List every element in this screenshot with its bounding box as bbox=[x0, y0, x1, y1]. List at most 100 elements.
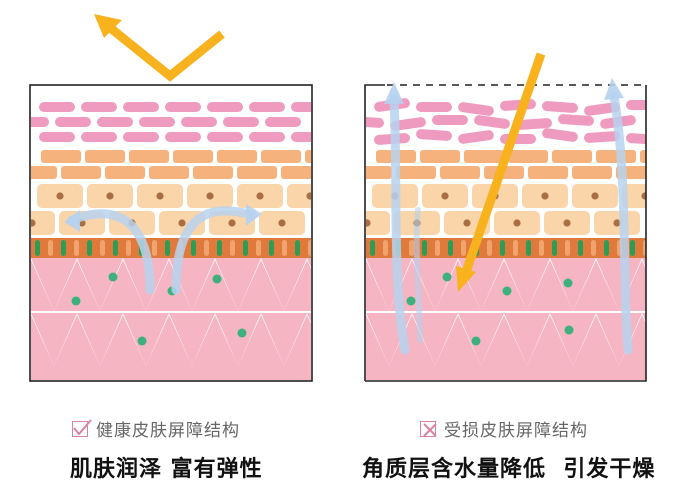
basal-cell bbox=[243, 240, 248, 256]
dermis-tissue bbox=[31, 258, 77, 311]
penetrating-light-arrow bbox=[456, 52, 546, 292]
stratum-corneum-cell bbox=[165, 102, 201, 112]
dermis-tissue bbox=[504, 258, 550, 311]
cell-nucleus bbox=[563, 219, 571, 227]
cell-nucleus bbox=[256, 192, 264, 200]
water-loss-arrowhead-left bbox=[384, 82, 404, 104]
dermis-tissue bbox=[100, 260, 146, 311]
dermis-tissue bbox=[77, 258, 123, 311]
moisture-arrowhead-left bbox=[64, 210, 80, 232]
dermis-tissue bbox=[366, 315, 389, 366]
healthy-caption: 健康皮肤屏障结构 bbox=[72, 416, 240, 441]
hyaluronic-dot bbox=[442, 272, 452, 282]
penetrating-light-path bbox=[461, 52, 546, 274]
granular-cell bbox=[596, 150, 636, 163]
stratum-corneum-cell bbox=[366, 116, 384, 128]
stratum-corneum-cell bbox=[558, 114, 594, 126]
reflected-light-arrow bbox=[94, 14, 225, 82]
dermis-tissue bbox=[54, 315, 100, 366]
cell-nucleus bbox=[366, 219, 371, 227]
stratum-corneum-cell bbox=[474, 115, 510, 129]
basal-cell bbox=[513, 240, 518, 256]
dermis-tissue bbox=[261, 313, 307, 366]
dermis-tissue bbox=[77, 313, 123, 366]
stratum-corneum-cell bbox=[123, 102, 159, 112]
cell-nucleus bbox=[641, 192, 646, 200]
dermis-tissue bbox=[642, 258, 646, 268]
dermis-base bbox=[31, 366, 311, 380]
dermis-tissue bbox=[481, 260, 527, 311]
dermis-tissue bbox=[366, 260, 389, 311]
hyaluronic-dot bbox=[564, 325, 574, 335]
stratum-corneum-cell bbox=[55, 117, 91, 127]
basal-cell bbox=[35, 240, 40, 256]
basal-cell bbox=[422, 240, 427, 256]
dermis-tissue bbox=[0, 313, 31, 366]
dermis-tissue bbox=[527, 260, 573, 311]
healthy-skin-panel bbox=[0, 84, 313, 382]
dermis-tissue bbox=[0, 315, 8, 366]
stratum-corneum-cell bbox=[207, 132, 243, 142]
stratum-corneum-cell bbox=[223, 117, 259, 127]
basal-cell bbox=[500, 240, 505, 256]
cell-nucleus bbox=[31, 219, 36, 227]
dermis-tissue bbox=[146, 260, 192, 311]
basal-cell bbox=[487, 240, 492, 256]
dermis-tissue bbox=[261, 258, 307, 311]
stratum-corneum-cell bbox=[291, 102, 311, 112]
hyaluronic-dot bbox=[137, 336, 147, 346]
basal-cell bbox=[295, 240, 300, 256]
dermis-tissue bbox=[31, 315, 54, 366]
granular-cell bbox=[508, 150, 548, 163]
stratum-corneum-cell bbox=[458, 102, 494, 116]
granular-cell bbox=[261, 150, 301, 163]
cell-nucleus bbox=[228, 219, 236, 227]
checkbox-crossed-icon bbox=[420, 420, 437, 437]
stratum-corneum-cell bbox=[81, 102, 117, 112]
basal-cell bbox=[87, 240, 92, 256]
granular-cell bbox=[305, 150, 311, 163]
water-loss-stream-left bbox=[389, 93, 410, 355]
hyaluronic-dot bbox=[563, 278, 573, 288]
stratum-corneum-cell bbox=[165, 132, 201, 142]
dermis-tissue bbox=[31, 260, 54, 311]
hyaluronic-dot bbox=[237, 328, 247, 338]
granular-cell bbox=[396, 166, 436, 179]
basal-cell bbox=[630, 240, 635, 256]
stratum-corneum-cell bbox=[416, 102, 452, 112]
stratum-corneum-cell bbox=[81, 132, 117, 142]
granular-cell bbox=[420, 150, 460, 163]
dermis-tissue bbox=[412, 258, 458, 311]
cell-nucleus bbox=[613, 219, 621, 227]
water-loss-stream-right bbox=[609, 91, 633, 355]
healthy-panel-frame bbox=[29, 84, 313, 382]
dermis-tissue bbox=[527, 315, 573, 366]
water-loss-arrows bbox=[384, 78, 633, 355]
granular-cell bbox=[464, 150, 504, 163]
dermis-tissue bbox=[458, 313, 504, 366]
basal-cell bbox=[165, 240, 170, 256]
stratum-corneum-cell bbox=[542, 128, 578, 142]
stratum-corneum-cell bbox=[249, 132, 285, 142]
granular-cell bbox=[85, 150, 125, 163]
stratum-corneum-cell bbox=[139, 117, 175, 127]
basal-cell bbox=[578, 240, 583, 256]
basal-cell bbox=[74, 240, 79, 256]
granular-cell bbox=[31, 166, 57, 179]
hyaluronic-dot bbox=[471, 336, 481, 346]
stratum-corneum-cell bbox=[584, 102, 620, 116]
dermis-tissue bbox=[320, 313, 366, 366]
basal-cell bbox=[204, 240, 209, 256]
granular-cell bbox=[237, 166, 277, 179]
stratum-corneum-cell bbox=[584, 131, 620, 143]
basal-cell bbox=[539, 240, 544, 256]
dermis-tissue bbox=[573, 315, 619, 366]
spinous-cell bbox=[287, 184, 311, 208]
dermis-tissue bbox=[504, 313, 550, 366]
basal-cell bbox=[217, 240, 222, 256]
water-retention-arrows bbox=[64, 204, 262, 295]
stratum-corneum-cell bbox=[181, 117, 217, 127]
stratum-corneum-cell bbox=[626, 100, 646, 110]
basal-cell bbox=[448, 240, 453, 256]
